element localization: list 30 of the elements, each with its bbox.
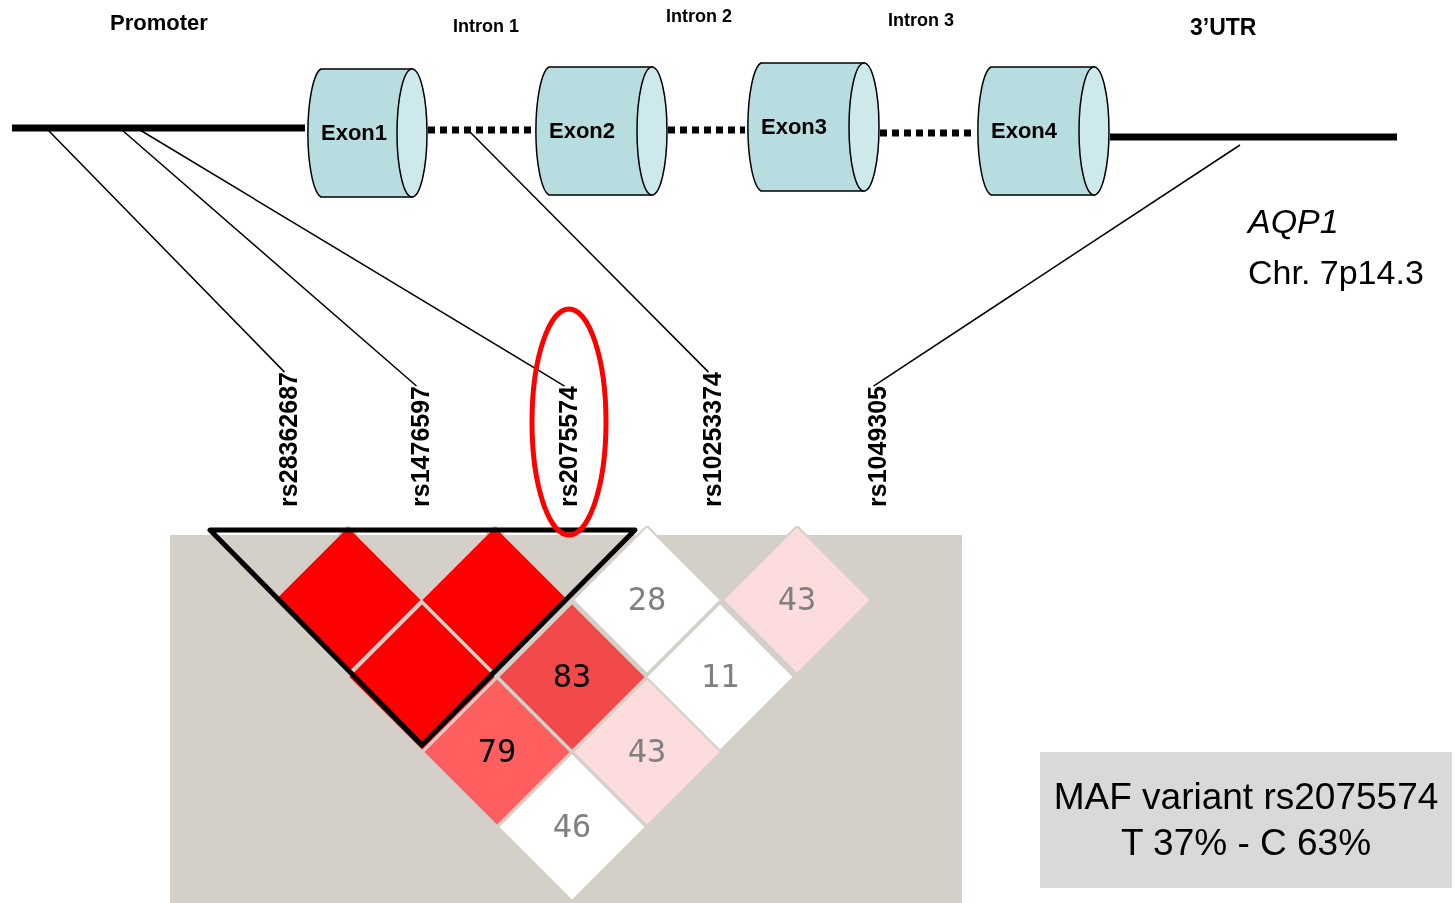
ld-value: 46 xyxy=(551,807,593,845)
ld-value: 83 xyxy=(551,657,593,695)
ld-value: 43 xyxy=(626,732,668,770)
snp-label: rs1049305 xyxy=(863,386,892,507)
leader-line xyxy=(47,129,286,373)
ld-value: 79 xyxy=(476,732,518,770)
snp-label: rs2075574 xyxy=(554,386,583,507)
snp-label: rs1476597 xyxy=(406,386,435,507)
snp-label: rs28362687 xyxy=(274,372,303,507)
region-label: Intron 3 xyxy=(888,10,954,31)
intron-dotted-line xyxy=(428,126,533,134)
exon-label: Exon2 xyxy=(549,118,616,144)
ld-value: 28 xyxy=(626,580,668,618)
region-label: Intron 1 xyxy=(453,16,519,37)
ld-value: 11 xyxy=(699,657,741,695)
exon-label: Exon3 xyxy=(761,114,828,140)
region-label: Promoter xyxy=(110,10,208,36)
leader-line xyxy=(872,144,1241,387)
region-label: 3’UTR xyxy=(1190,14,1257,41)
ld-value: 43 xyxy=(776,580,818,618)
region-label: Intron 2 xyxy=(666,6,732,27)
exon-label: Exon4 xyxy=(991,118,1058,144)
exon-label: Exon1 xyxy=(321,120,388,146)
gene-name: AQP1 xyxy=(1248,202,1339,241)
leader-line xyxy=(139,129,566,387)
snp-label: rs10253374 xyxy=(698,372,727,507)
info-box: MAF variant rs2075574 T 37% - C 63% xyxy=(1040,752,1452,888)
leader-line xyxy=(121,129,418,387)
chromosome-location: Chr. 7p14.3 xyxy=(1248,253,1424,292)
leader-line xyxy=(469,131,710,373)
